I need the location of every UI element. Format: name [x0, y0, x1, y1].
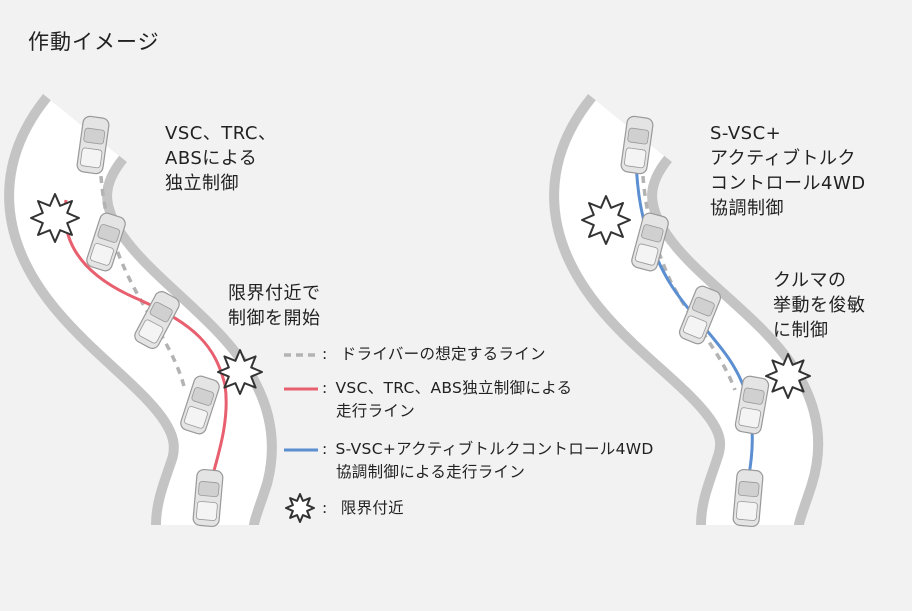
left-car-1 [76, 115, 110, 175]
legend-label-independent-line-2: 走行ライン [336, 402, 416, 420]
car-roof [195, 500, 218, 521]
right-car-1 [620, 115, 654, 175]
legend-item-coordinated-line: : S-VSC+アクティブトルクコントロール4WD 協調制御による走行ライン [322, 438, 654, 484]
left-car-5 [192, 468, 224, 528]
car-windshield [198, 481, 220, 498]
left-limit-star-1 [30, 193, 80, 243]
right-behavior-label-line-3: に制御 [773, 320, 829, 341]
car-windshield [742, 387, 765, 405]
legend-label-independent-line-1: VSC、TRC、ABS独立制御による [335, 379, 573, 397]
legend-colon: : [322, 499, 328, 517]
car-roof [634, 243, 659, 266]
right-car-5 [732, 468, 764, 528]
left-driver-line [98, 149, 187, 391]
legend-colon: : [322, 345, 328, 363]
car-roof [90, 243, 114, 266]
right-driver-line [640, 149, 737, 391]
right-behavior-label-line-1: クルマの [773, 270, 847, 291]
left-system-label-line-2: ABSによる [165, 148, 258, 169]
car-roof [138, 319, 164, 344]
independent-control-line [63, 199, 228, 479]
legend-colon: : [322, 440, 328, 458]
car-roof [738, 407, 762, 429]
right-system-label-line-3: コントロール4WD [710, 173, 866, 194]
legend-item-independent-line: : VSC、TRC、ABS独立制御による 走行ライン [322, 377, 572, 423]
left-car-2 [86, 212, 126, 272]
legend-item-driver-line: : ドライバーの想定するライン [322, 343, 546, 366]
left-car-4 [180, 375, 220, 435]
legend-label-limit: 限界付近 [340, 499, 404, 517]
car-windshield [83, 127, 106, 145]
car-roof [80, 147, 103, 169]
car-windshield [149, 301, 173, 323]
left-system-label: VSC、TRC、 ABSによる 独立制御 [165, 121, 276, 196]
legend-label-coordinated-line-1: S-VSC+アクティブトルクコントロール4WD [335, 440, 654, 458]
car-windshield [627, 127, 650, 145]
left-system-label-line-1: VSC、TRC、 [165, 123, 277, 144]
right-car-2 [631, 212, 669, 272]
right-limit-star-1 [581, 195, 631, 245]
left-limit-star-2 [217, 349, 263, 395]
right-system-label-line-4: 協調制御 [710, 198, 784, 219]
car-windshield [97, 224, 121, 243]
car-roof [184, 406, 208, 429]
legend-label-driver-line: ドライバーの想定するライン [340, 345, 546, 363]
legend-limit-star-swatch [285, 493, 315, 523]
car-roof [624, 147, 647, 169]
car-windshield [641, 224, 664, 243]
car-roof [682, 315, 708, 339]
legend-item-limit: : 限界付近 [322, 497, 404, 520]
right-limit-star-2 [765, 353, 811, 399]
car-windshield [191, 387, 215, 406]
right-car-4 [734, 375, 770, 435]
right-car-3 [678, 285, 722, 345]
left-limit-label-line-1: 限界付近で [228, 283, 321, 304]
right-system-label-line-1: S-VSC+ [710, 123, 782, 144]
left-system-label-line-3: 独立制御 [165, 173, 239, 194]
car-windshield [691, 296, 715, 317]
diagram-title: 作動イメージ [28, 30, 160, 54]
legend-label-coordinated-line-2: 協調制御による走行ライン [336, 463, 526, 481]
car-roof [735, 500, 758, 521]
left-limit-label-line-2: 制御を開始 [228, 308, 321, 329]
right-system-label: S-VSC+ アクティブトルク コントロール4WD 協調制御 [710, 121, 866, 221]
legend-colon: : [322, 379, 328, 397]
right-behavior-label-line-2: 挙動を俊敏 [773, 295, 866, 316]
left-car-3 [134, 291, 180, 349]
right-system-label-line-2: アクティブトルク [710, 148, 857, 169]
car-windshield [738, 481, 760, 498]
right-behavior-label: クルマの 挙動を俊敏 に制御 [773, 268, 866, 343]
left-limit-label: 限界付近で 制御を開始 [228, 281, 321, 331]
